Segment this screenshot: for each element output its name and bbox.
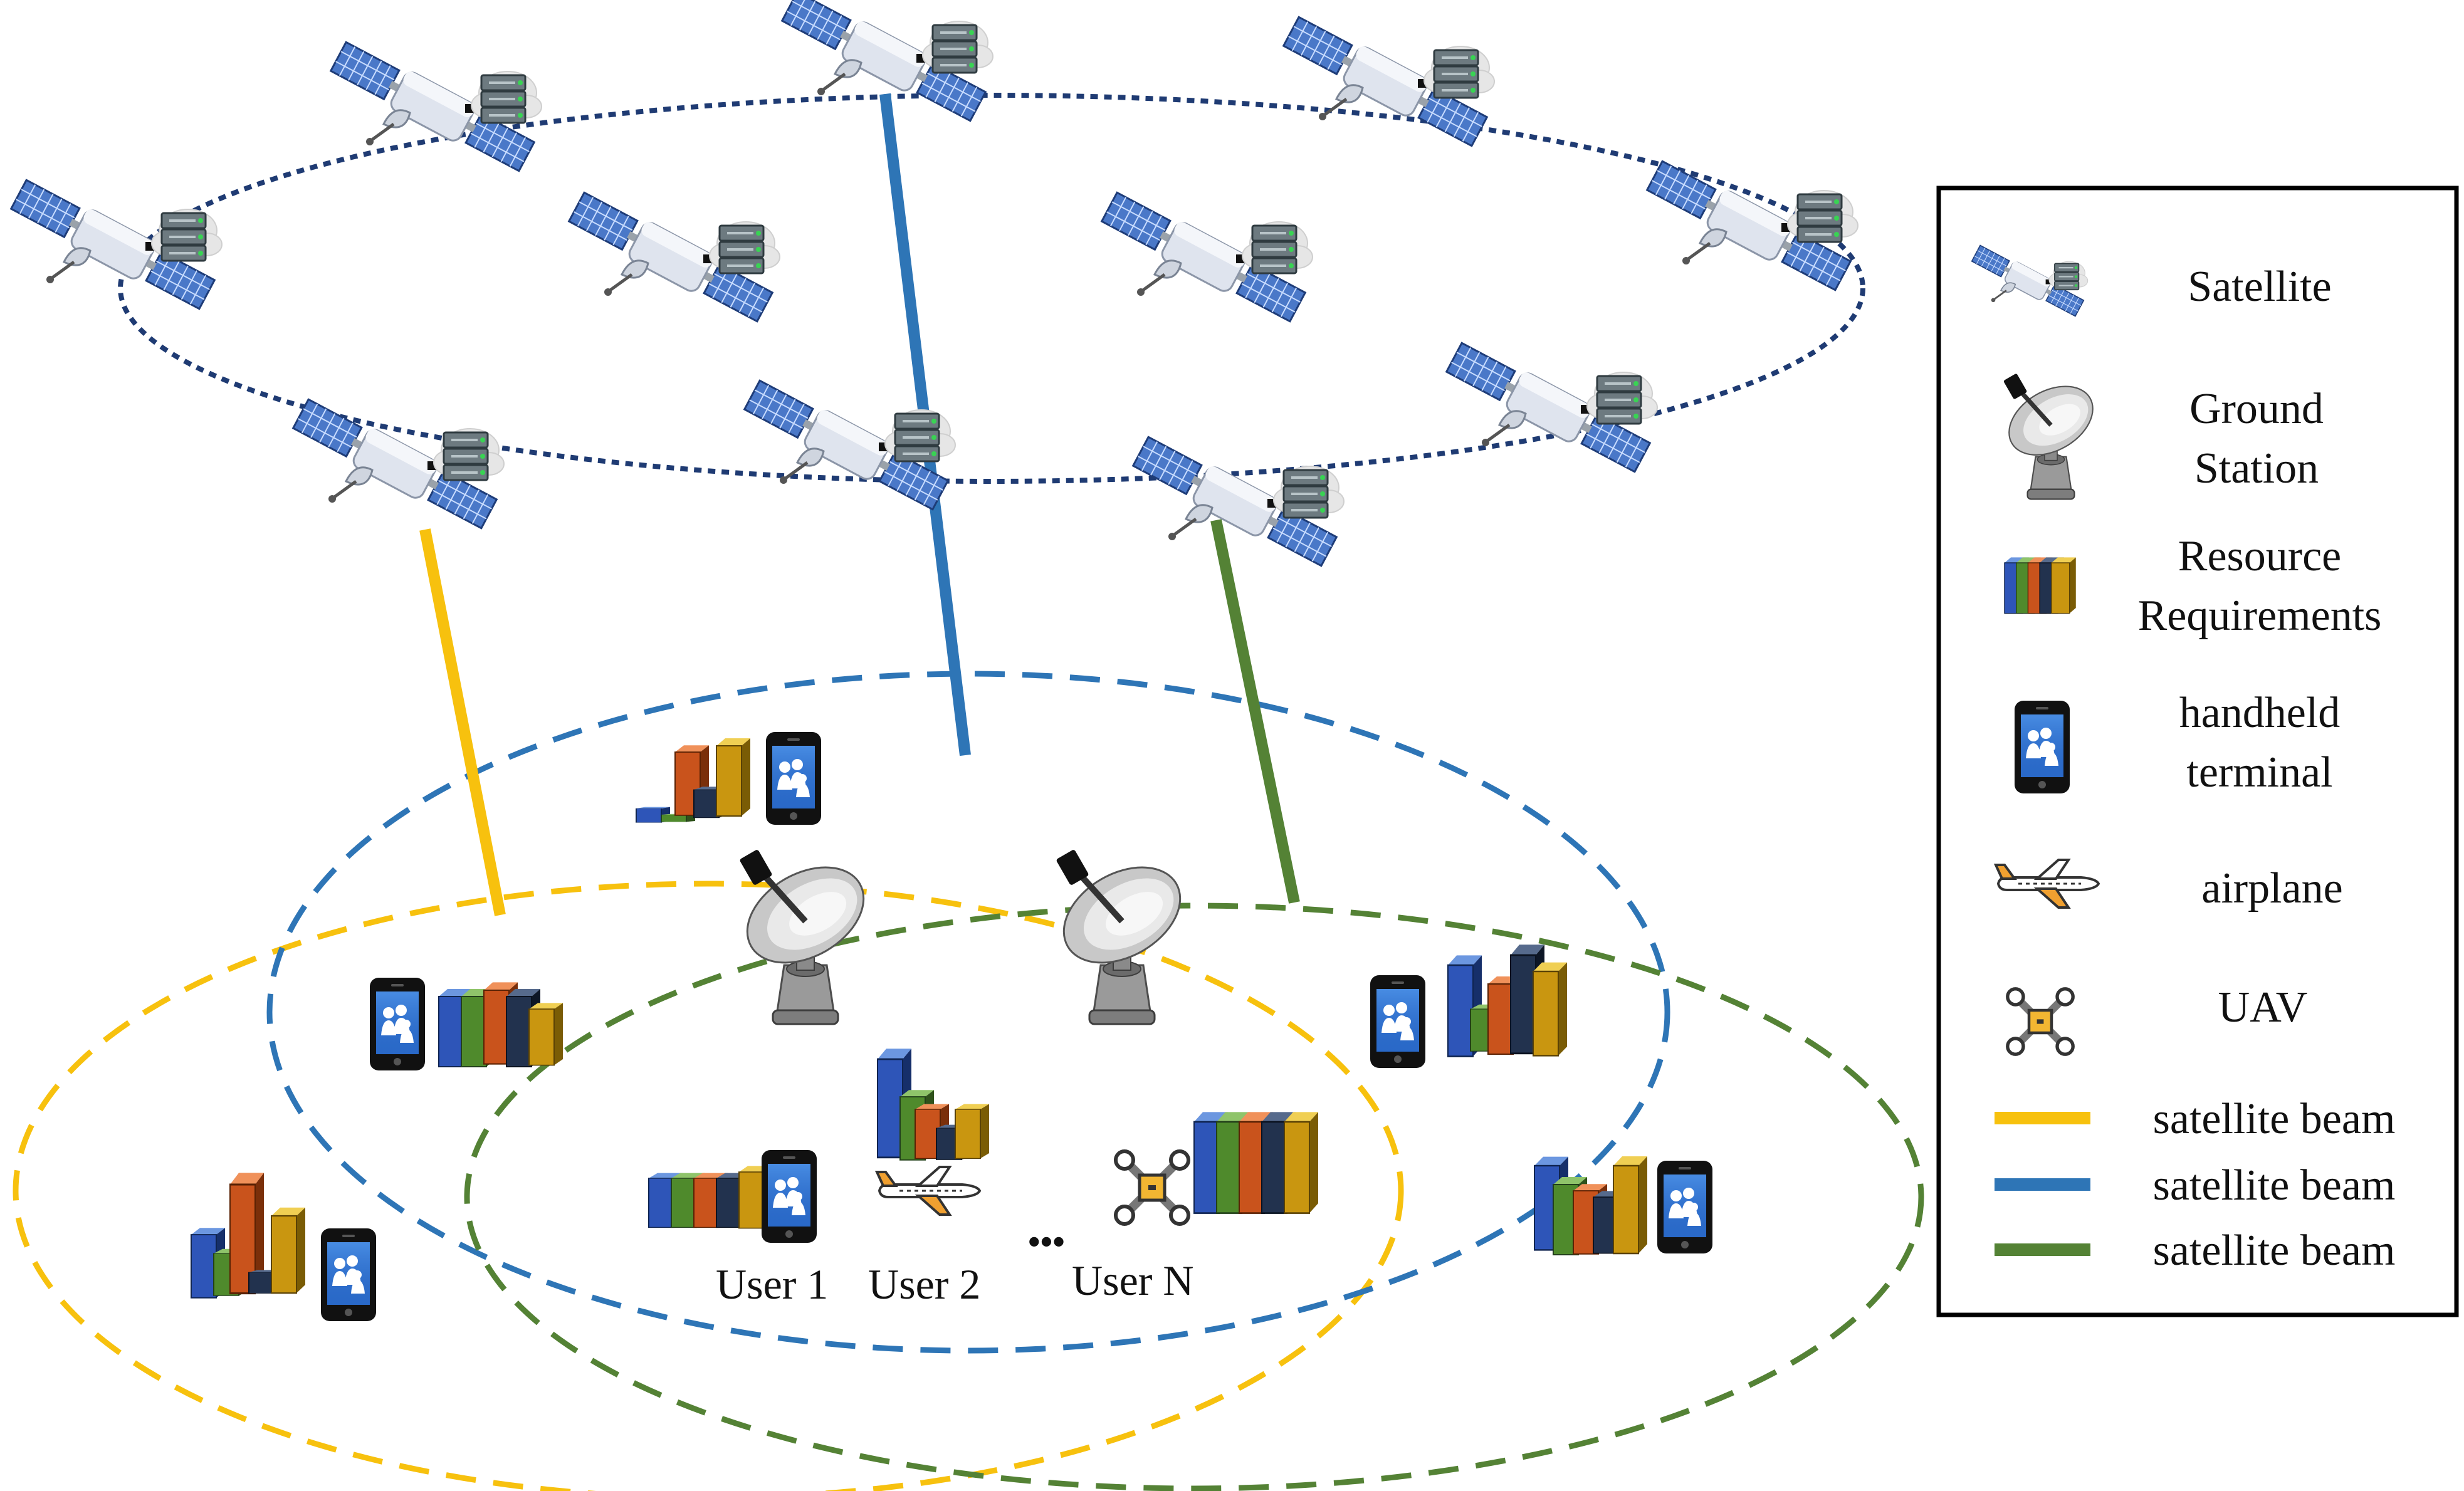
legend-handheld-line1: handheld [2179, 689, 2341, 737]
legend-satellite: Satellite [2188, 263, 2331, 311]
resource-requirements-icon [1193, 1111, 1319, 1214]
satellite-icon [567, 188, 780, 326]
legend-resource-line2: Requirements [2138, 592, 2382, 640]
legend: Satellite Ground Station Resource Requir… [1936, 186, 2459, 1317]
legend-handheld-line2: terminal [2186, 748, 2332, 797]
resource-requirements-icon [648, 1165, 773, 1229]
legend-resource-line1: Resource [2178, 532, 2341, 580]
beam-yellow [419, 528, 506, 916]
handheld-terminal-icon [321, 1228, 376, 1321]
satellite-icon [1281, 13, 1494, 150]
user-1-label: User 1 [716, 1260, 828, 1308]
handheld-terminal-icon [766, 732, 821, 825]
legend-ground-station-line1: Ground [2189, 385, 2324, 433]
legend-ground-station-line2: Station [2194, 444, 2319, 493]
resource-requirements-icon [1447, 943, 1568, 1057]
satellite-icon [291, 395, 504, 533]
legend-beam-green: satellite beam [2153, 1227, 2396, 1275]
airplane-icon [876, 1166, 981, 1216]
handheld-terminal-icon [1657, 1161, 1712, 1253]
legend-beam-blue: satellite beam [2153, 1161, 2396, 1210]
beam-green [1210, 519, 1300, 904]
handheld-terminal-icon [2015, 701, 2070, 793]
resource-requirements-icon [876, 1047, 990, 1161]
legend-uav: UAV [2218, 983, 2308, 1032]
resource-requirements-icon [1533, 1155, 1649, 1255]
coverage-yellow [13, 881, 1404, 1491]
ground-station-icon [1047, 848, 1197, 1024]
satellite-icon [1645, 157, 1858, 295]
orbit-ring [118, 93, 1865, 484]
resource-requirements-icon [438, 981, 564, 1067]
satellite-icon [9, 175, 222, 313]
uav-icon [1116, 1151, 1188, 1224]
handheld-terminal-icon [370, 978, 425, 1070]
coverage-blue [266, 671, 1670, 1354]
resource-requirements-icon [191, 1171, 307, 1299]
coverage-green [464, 902, 1924, 1491]
user-ellipsis: ••• [1028, 1223, 1065, 1262]
legend-beam-yellow: satellite beam [2153, 1095, 2396, 1143]
handheld-terminal-icon [762, 1150, 817, 1243]
satellite-icon [1131, 432, 1344, 570]
resource-requirements-icon [636, 738, 751, 824]
user-2-label: User 2 [868, 1260, 980, 1308]
satellite-icon [328, 38, 542, 175]
handheld-terminal-icon [1370, 975, 1425, 1068]
legend-airplane: airplane [2201, 864, 2342, 913]
satellite-icon [1099, 188, 1313, 326]
user-n-label: User N [1072, 1257, 1194, 1304]
resource-requirements-icon [2004, 557, 2077, 614]
satellite-icon [1444, 338, 1657, 476]
